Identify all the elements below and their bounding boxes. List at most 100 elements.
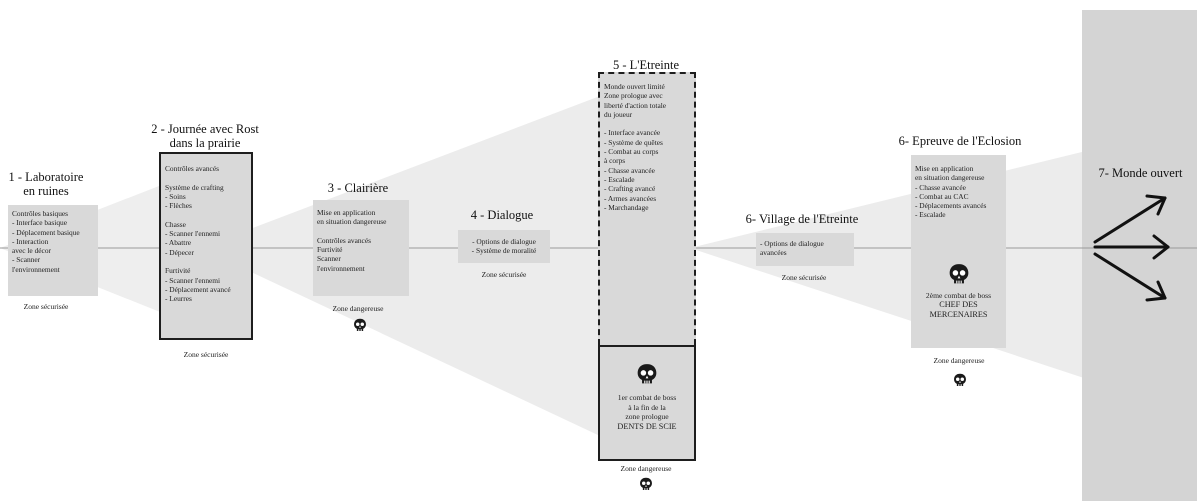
stage-5-line: du joueur (604, 109, 633, 119)
stage-3-box: Mise en application en situation dangere… (313, 200, 409, 296)
stage-4-title: 4 - Dialogue (455, 208, 549, 222)
stage-4-zone-label: Zone sécurisée (481, 270, 527, 279)
stage-2-line: Contrôles avancés (165, 164, 219, 173)
stage-5-line (604, 119, 690, 128)
stage-2-line: - Abattre (165, 238, 192, 248)
stage-3-line: l'environnement (317, 263, 365, 273)
stage-5-line: - Armes avancées (604, 193, 657, 203)
stage-2-title-line: dans la prairie (169, 136, 241, 150)
stage-2-line (165, 257, 247, 266)
stage-6-village-line: avancées (760, 248, 787, 258)
stage-7-title: 7- Monde ouvert (1084, 166, 1197, 180)
stage-2-line (165, 210, 247, 219)
stage-5-box: Monde ouvert limité Zone prologue avec l… (598, 72, 696, 345)
stage-1-line: - Interaction (12, 236, 49, 246)
stage-3-line: Furtivité (317, 245, 343, 255)
stage-5-line: liberté d'action totale (604, 100, 667, 110)
stage-1-line: - Scanner (12, 255, 41, 265)
stage-1-box: Contrôles basiques - Interface basique -… (8, 205, 98, 296)
stage-6-trial-zone-label: Zone dangereuse (933, 356, 985, 365)
stage-6-trial-line: - Déplacements avancés (915, 201, 987, 211)
stage-6-trial-title-line: 6- Epreuve de l'Eclosion (898, 134, 1022, 148)
stage-1-title: 1 - Laboratoire en ruines (0, 170, 92, 198)
stage-2-line (165, 173, 247, 182)
stage-2-line: - Leurres (165, 294, 192, 304)
boss-1-line: zone prologue (625, 412, 669, 421)
stage-2-line: - Soins (165, 191, 186, 201)
stage-4-line: - Options de dialogue (472, 237, 536, 246)
stage-3-title: 3 - Clairière (310, 181, 406, 195)
stage-5-line: - Combat au corps (604, 147, 659, 157)
stage-6-village-zone-label: Zone sécurisée (781, 273, 827, 282)
stage-5-line: - Escalade (604, 174, 635, 184)
skull-icon (954, 373, 966, 386)
boss-1-name: DENTS DE SCIE (617, 421, 677, 431)
stage-2-line: - Flèches (165, 201, 192, 211)
skull-icon (640, 477, 652, 490)
stage-3-line: Contrôles avancés (317, 235, 371, 245)
stage-2-line: Système de crafting (165, 182, 224, 192)
scope-cone-3 (690, 150, 1090, 380)
stage-1-title-line: 1 - Laboratoire (8, 170, 84, 184)
boss-1-line: 1er combat de boss (617, 393, 677, 402)
stage-1-line: avec le décor (12, 246, 51, 256)
stage-4-line: - Système de moralité (471, 246, 537, 256)
stage-5-line: - Marchandage (604, 202, 649, 212)
stage-2-line: - Scanner l'ennemi (165, 275, 221, 285)
stage-6-trial-box: Mise en application en situation dangere… (911, 155, 1006, 348)
stage-2-line: - Scanner l'ennemi (165, 229, 221, 239)
stage-5-line: - Crafting avancé (604, 184, 656, 194)
stage-5-line: - Interface avancée (604, 128, 661, 138)
boss-1-description: 1er combat de boss à la fin de la zone p… (604, 393, 690, 431)
stage-5-line: - Système de quêtes (604, 137, 663, 147)
stage-5-line: Monde ouvert limité (604, 82, 665, 91)
stage-3-line: en situation dangereuse (317, 217, 387, 227)
stage-2-title-line: 2 - Journée avec Rost (151, 122, 259, 136)
boss-1-line: à la fin de la (628, 402, 666, 412)
stage-5-line: Zone prologue avec (604, 91, 663, 101)
stage-2-zone-label: Zone sécurisée (183, 350, 229, 359)
scope-cone-1 (0, 168, 205, 330)
stage-5-boss-box: 1er combat de boss à la fin de la zone p… (598, 345, 696, 461)
stage-5-line: à corps (604, 156, 626, 166)
stage-1-zone-label: Zone sécurisée (23, 302, 69, 311)
stage-4-title-line: 4 - Dialogue (470, 208, 534, 222)
boss-2-description: 2ème combat de boss CHEF DES MERCENAIRES (915, 291, 1002, 320)
boss-2-name: CHEF DES (939, 300, 978, 310)
stage-6-trial-title: 6- Epreuve de l'Eclosion (884, 134, 1036, 148)
stage-6-village-title-line: 6- Village de l'Etreinte (745, 212, 859, 226)
stage-6-trial-line: en situation dangereuse (915, 173, 985, 183)
stage-1-line: Contrôles basiques (12, 209, 69, 218)
stage-2-line: Chasse (165, 219, 186, 229)
stage-3-line: Mise en application (317, 208, 376, 217)
skull-icon (949, 263, 968, 284)
stage-2-line: - Déplacement avancé (165, 284, 231, 294)
stage-1-line: - Déplacement basique (12, 227, 80, 237)
skull-icon (354, 318, 366, 331)
stage-6-trial-line: - Combat au CAC (915, 191, 969, 201)
stage-2-line: Furtivité (165, 266, 191, 276)
stage-4-box: - Options de dialogue - Système de moral… (458, 230, 550, 263)
stage-2-line: - Dépecer (165, 247, 194, 257)
stage-6-trial-line: - Chasse avancée (915, 182, 966, 192)
stage-6-village-title: 6- Village de l'Etreinte (728, 212, 876, 226)
branching-arrows-icon (1093, 194, 1170, 302)
stage-5-zone-label: Zone dangereuse (620, 464, 672, 473)
stage-2-box: Contrôles avancés Système de crafting - … (159, 152, 253, 340)
boss-2-line: 2ème combat de boss (925, 290, 992, 300)
stage-6-trial-line: - Escalade (915, 210, 946, 220)
stage-7-title-line: 7- Monde ouvert (1098, 166, 1183, 180)
stage-6-village-box: - Options de dialogue avancées (756, 233, 854, 266)
stage-3-line (317, 227, 405, 236)
stage-3-zone-label: Zone dangereuse (332, 304, 384, 313)
stage-1-line: - Interface basique (12, 218, 67, 228)
stage-5-line: - Chasse avancée (604, 165, 655, 175)
stage-1-title-line: en ruines (23, 184, 69, 198)
stage-5-title: 5 - L'Etreinte (598, 58, 694, 72)
open-world-panel (1082, 10, 1197, 501)
stage-3-line: Scanner (317, 254, 341, 264)
stage-5-title-line: 5 - L'Etreinte (612, 58, 680, 72)
stage-6-trial-line: Mise en application (915, 164, 974, 173)
stage-2-title: 2 - Journée avec Rost dans la prairie (132, 122, 278, 150)
stage-6-village-line: - Options de dialogue (760, 239, 824, 248)
